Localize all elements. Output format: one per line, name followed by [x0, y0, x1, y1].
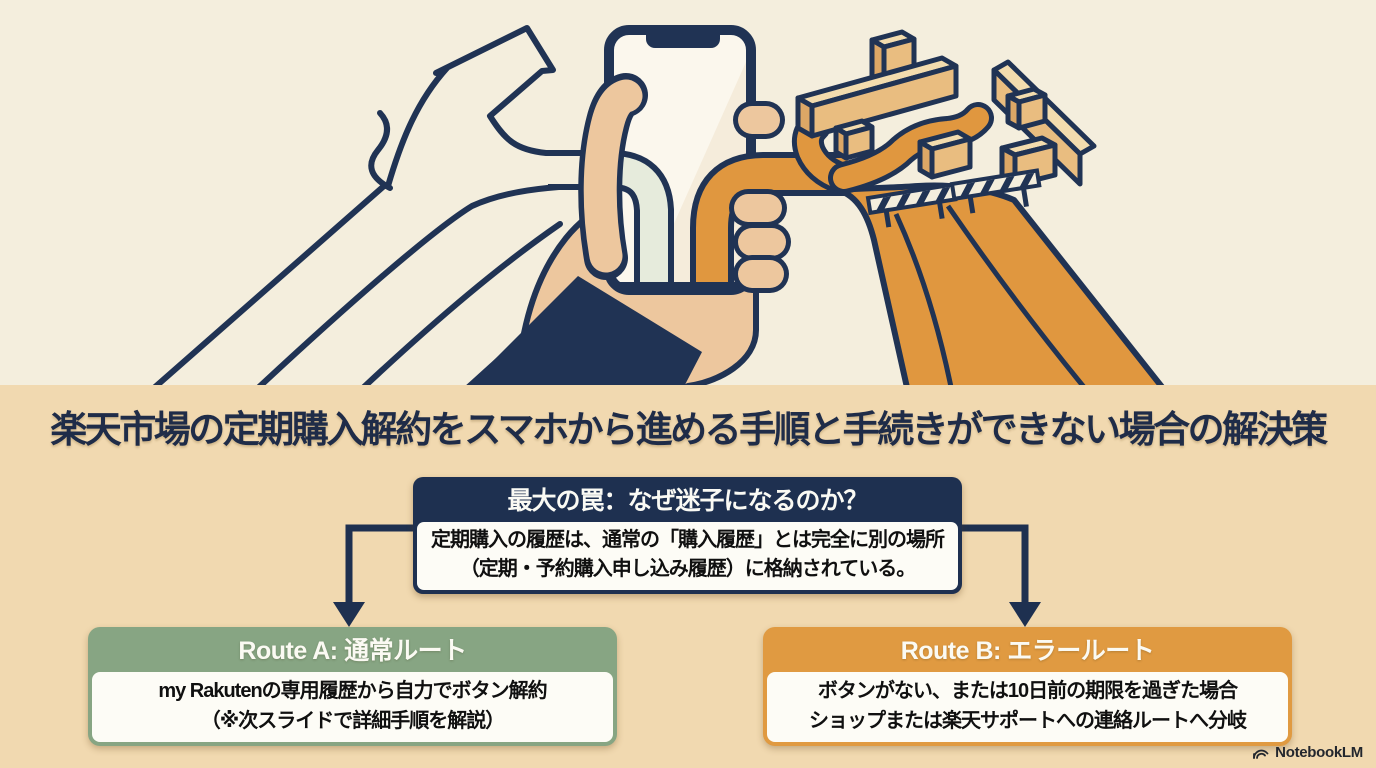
route-a-header: Route A: 通常ルート [238, 637, 467, 665]
trap-callout-body: 定期購入の履歴は、通常の「購入履歴」とは完全に別の場所 （定期・予約購入申し込み… [417, 522, 958, 590]
route-a-body: my Rakutenの専用履歴から自力でボタン解約 （※次スライドで詳細手順を解… [92, 672, 613, 742]
phone-notch [646, 26, 720, 48]
route-b-body: ボタンがない、または10日前の期限を過ぎた場合 ショップまたは楽天サポートへの連… [767, 672, 1288, 742]
route-b-header: Route B: エラールート [900, 637, 1155, 665]
notebooklm-icon [1253, 749, 1269, 759]
trap-callout-box: 最大の罠：なぜ迷子になるのか？ 定期購入の履歴は、通常の「購入履歴」とは完全に別… [413, 477, 962, 594]
branding-label: NotebookLM [1275, 744, 1363, 761]
route-a-body-line1: my Rakutenの専用履歴から自力でボタン解約 [158, 680, 547, 702]
trap-body-line1: 定期購入の履歴は、通常の「購入履歴」とは完全に別の場所 [431, 529, 945, 551]
route-b-body-line1: ボタンがない、または10日前の期限を過ぎた場合 [817, 680, 1238, 702]
trap-callout-header: 最大の罠：なぜ迷子になるのか？ [507, 487, 868, 515]
page-title: 楽天市場の定期購入解約をスマホから進める手順と手続きができない場合の解決策 [50, 409, 1328, 450]
branding: NotebookLM [1252, 744, 1363, 761]
route-b-box: Route B: エラールート ボタンがない、または10日前の期限を過ぎた場合 … [763, 627, 1292, 746]
route-a-box: Route A: 通常ルート my Rakutenの専用履歴から自力でボタン解約… [88, 627, 617, 746]
route-b-body-line2: ショップまたは楽天サポートへの連絡ルートへ分岐 [809, 710, 1247, 732]
hero-illustration [0, 0, 1376, 385]
trap-body-line2: （定期・予約購入申し込み履歴）に格納されている。 [459, 558, 916, 580]
maze-icon [795, 29, 1097, 188]
route-a-body-line2: （※次スライドで詳細手順を解説） [200, 710, 505, 732]
illustration-svg [152, 25, 1165, 385]
hand-fingers [578, 73, 791, 293]
sleeve [469, 276, 702, 385]
barrier-icon [865, 168, 1042, 228]
